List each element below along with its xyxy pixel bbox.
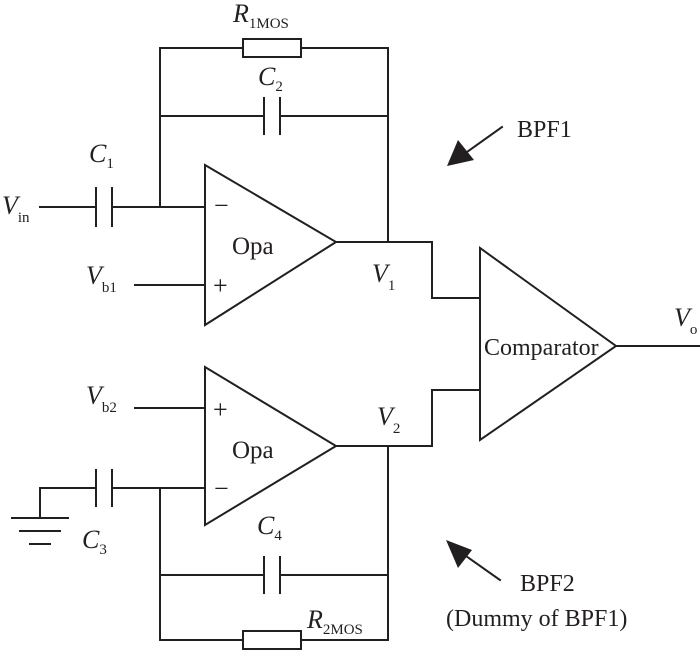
vb1-label: Vb1 (86, 261, 117, 296)
c3-label: C3 (82, 525, 107, 558)
r1mos-label: R1MOS (232, 0, 289, 32)
opa1-plus-pin: + (213, 271, 228, 300)
bpf1-arrow-icon (447, 125, 504, 166)
opa2-label: Opa (232, 437, 274, 464)
bpf2-arrow-icon (446, 540, 502, 582)
opa2-minus-pin: − (214, 474, 229, 503)
v2-label: V2 (377, 402, 400, 437)
opa1-label: Opa (232, 233, 274, 260)
r2mos-label: R2MOS (306, 605, 363, 638)
vin-label: Vin (2, 191, 30, 226)
bpf2-note-label: (Dummy of BPF1) (446, 606, 627, 632)
c1-label: C1 (89, 139, 114, 172)
comparator-triangle (479, 246, 618, 442)
r1mos-resistor (242, 38, 302, 58)
r2mos-resistor (242, 630, 302, 650)
opa1-triangle (204, 163, 338, 327)
c4-label: C4 (257, 511, 282, 544)
c2-label: C2 (258, 62, 283, 95)
bpf2-circuit (11, 365, 481, 650)
opa1-minus-pin: − (214, 191, 229, 220)
ground-symbol (11, 517, 69, 545)
bpf1-circuit (39, 38, 481, 327)
opa2-triangle (204, 365, 338, 527)
vo-label: Vo (674, 303, 697, 338)
vb2-label: Vb2 (86, 381, 117, 416)
bpf1-label: BPF1 (517, 117, 572, 143)
opa2-plus-pin: + (213, 395, 228, 424)
comparator-label: Comparator (484, 335, 599, 361)
bpf2-label: BPF2 (520, 571, 575, 597)
v1-label: V1 (372, 259, 395, 294)
